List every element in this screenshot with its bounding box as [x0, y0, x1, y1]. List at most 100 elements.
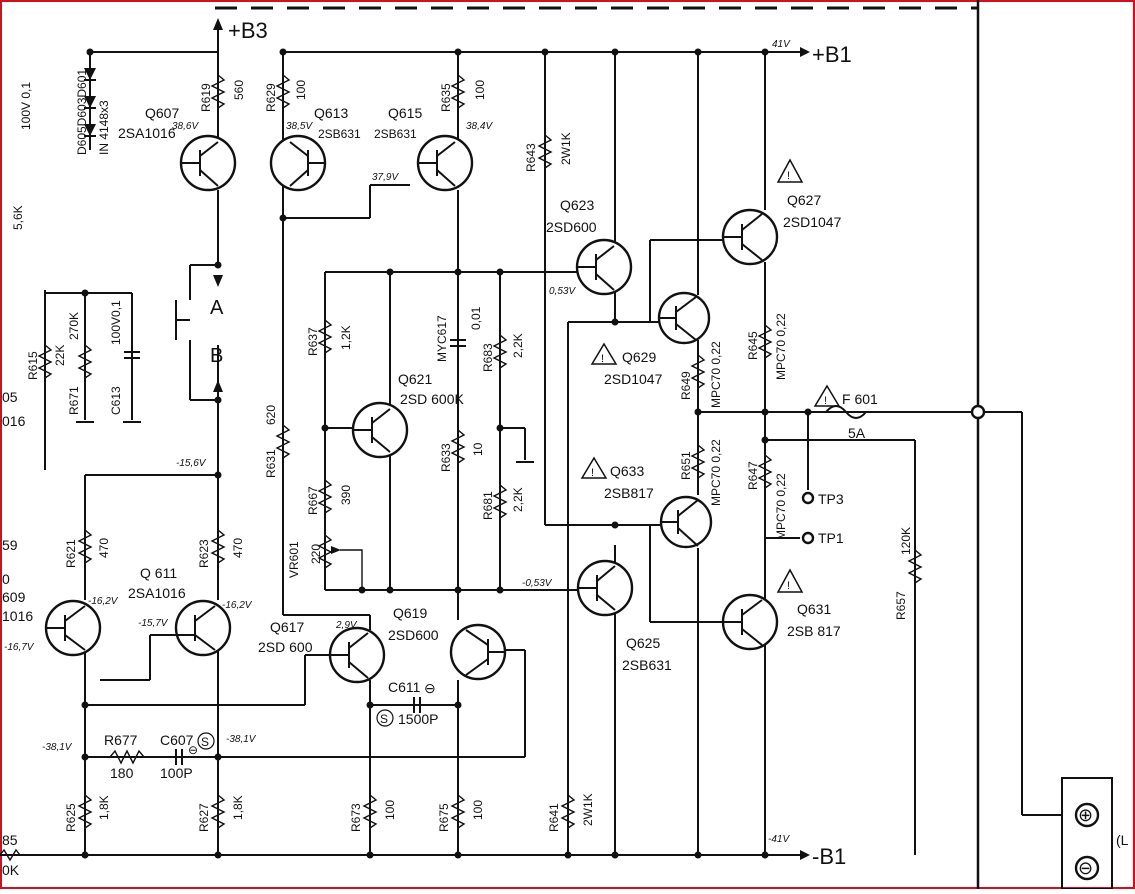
q619-ref: Q619 [393, 605, 427, 621]
r637-value: 1,2K [339, 325, 353, 350]
c613-ref: C613 [109, 386, 123, 415]
r675-ref: R675 [437, 803, 451, 832]
q613-ref: Q613 [314, 105, 348, 121]
warning-icon: ! [590, 342, 618, 365]
r651-value: MPC70 0,22 [709, 439, 723, 506]
r619-value: 560 [232, 80, 246, 100]
edge-fragment: 05 [2, 389, 18, 405]
resistor-zigzags [0, 74, 923, 862]
myc617-value: 0,01 [469, 306, 483, 330]
switch-ab [175, 265, 223, 400]
r675-value: 100 [471, 800, 485, 820]
r681-value: 2,2K [511, 487, 525, 512]
edge-cap-value: 100V 0,1 [19, 82, 33, 130]
voltage-label: -15,6V [176, 458, 207, 469]
fuse-ref: F 601 [842, 391, 878, 407]
edge-fragment: 0K [2, 862, 20, 878]
voltage-label: -38,1V [226, 734, 257, 745]
myc617-ref: MYC617 [435, 315, 449, 362]
transistor-q621 [351, 401, 409, 459]
c611-value: 1500P [398, 711, 438, 727]
voltage-label: -16,7V [4, 642, 35, 653]
output-node [970, 404, 986, 420]
r677-ref: R677 [104, 732, 138, 748]
q633-ref: Q633 [610, 463, 644, 479]
edge-fragments: 05 016 59 0 609 1016 85 0K [2, 389, 33, 878]
svg-text:!: ! [591, 467, 594, 479]
q625-ref: Q625 [626, 635, 660, 651]
r627-ref: R627 [197, 803, 211, 832]
r673-ref: R673 [349, 803, 363, 832]
negative-rail [0, 850, 810, 860]
r623-ref: R623 [197, 539, 211, 568]
s-mark: S [201, 735, 209, 749]
misc-labels: D605D603D601 IN 4148x3 100V 0,1 5,6K VR6… [11, 69, 878, 757]
junction-dots [81, 48, 812, 859]
r683-value: 2,2K [511, 333, 525, 358]
transistor-q615 [416, 134, 474, 192]
edge-fragment: 1016 [2, 608, 33, 624]
fuse-value: 5A [848, 425, 866, 441]
voltage-label: 0,53V [549, 286, 576, 297]
q621-part: 2SD 600K [400, 391, 464, 407]
q615-part: 2SB631 [374, 127, 417, 141]
transistor-labels: Q607 2SA1016 Q613 2SB631 Q615 2SB631 Q62… [118, 105, 842, 673]
voltage-label: 38,6V [172, 121, 199, 132]
r641-ref: R641 [547, 803, 561, 832]
transistor-q625 [576, 559, 634, 617]
voltage-label: -15,7V [138, 618, 169, 629]
r645-value: MPC70 0,22 [774, 313, 788, 380]
r621-value: 470 [97, 538, 111, 558]
voltage-label: 38,4V [466, 121, 493, 132]
r635-ref: R635 [439, 83, 453, 112]
q627-part: 2SD1047 [783, 214, 842, 230]
r633-value: 10 [471, 442, 485, 456]
q629-ref: Q629 [622, 349, 656, 365]
q629-part: 2SD1047 [604, 371, 663, 387]
minus-terminal-icon: ⊖ [1078, 858, 1093, 878]
transistor-q631 [721, 593, 779, 651]
transistor-q629 [657, 291, 711, 345]
warning-icon: ! [580, 456, 608, 479]
edge-fragment: 016 [2, 413, 26, 429]
rail-b1-neg-voltage: -41V [768, 834, 790, 845]
svg-text:!: ! [601, 353, 604, 365]
r671-ref: R671 [67, 386, 81, 415]
svg-text:!: ! [787, 170, 790, 182]
rail-b3-label: +B3 [228, 18, 268, 43]
r647-value: MPC70 0,22 [774, 473, 788, 540]
resistor-labels: R619 560 R629 100 R635 100 R643 2W1K R63… [26, 80, 913, 832]
r643-ref: R643 [524, 143, 538, 172]
capacitor-symbols [124, 339, 466, 765]
r643-value: 2W1K [559, 132, 573, 165]
q627-ref: Q627 [787, 192, 821, 208]
q613-part: 2SB631 [318, 127, 361, 141]
r623-value: 470 [231, 538, 245, 558]
tp1-point [801, 531, 815, 545]
transistor-q623 [575, 238, 633, 296]
r631-ref: R631 [264, 449, 278, 478]
r625-value: 1,8K [97, 795, 111, 820]
diodes-part: IN 4148x3 [97, 100, 111, 155]
c607-ref: C607 [160, 732, 194, 748]
r625-ref: R625 [64, 803, 78, 832]
tp3-label: TP3 [818, 491, 844, 507]
r627-value: 1,8K [231, 795, 245, 820]
r667-ref: R667 [306, 486, 320, 515]
q621-ref: Q621 [398, 371, 432, 387]
r631-value: 620 [264, 405, 278, 425]
rail-b1-pos-label: +B1 [812, 42, 852, 67]
c607-value: 100P [160, 765, 193, 781]
svg-text:!: ! [787, 580, 790, 592]
voltage-label: 37,9V [372, 172, 399, 183]
tp1-label: TP1 [818, 530, 844, 546]
r641-value: 2W1K [581, 793, 595, 826]
warning-icon: ! [776, 158, 804, 183]
r635-value: 100 [473, 80, 487, 100]
r651-ref: R651 [679, 451, 693, 480]
transistor-q609 [44, 599, 102, 657]
switch-b-label: B [210, 345, 223, 367]
edge-res-value: 5,6K [11, 205, 25, 230]
